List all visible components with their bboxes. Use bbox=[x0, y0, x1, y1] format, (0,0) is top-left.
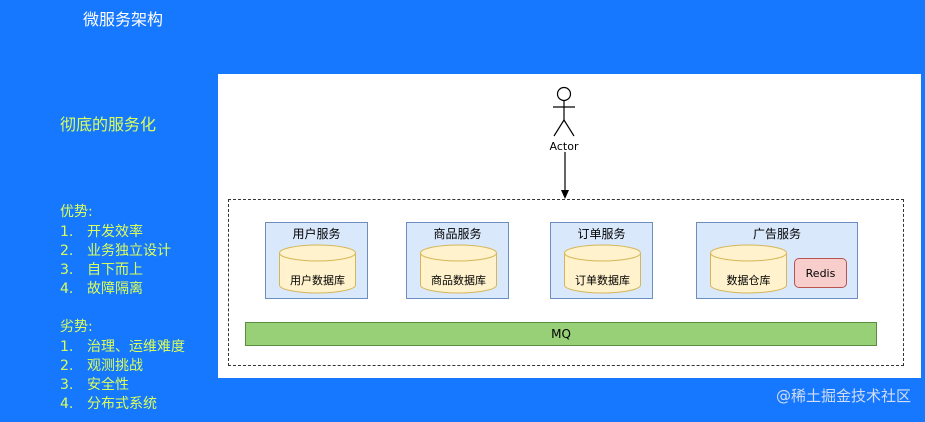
list-item-text: 分布式系统 bbox=[87, 396, 157, 412]
database-label: 订单数据库 bbox=[575, 274, 630, 287]
list-item: 2. 观测挑战 bbox=[60, 357, 185, 376]
list-item-number: 4. bbox=[60, 281, 74, 297]
message-queue: MQ bbox=[245, 322, 877, 346]
services-boundary bbox=[228, 199, 904, 366]
list-item: 4. 分布式系统 bbox=[60, 395, 185, 414]
redis-label: Redis bbox=[805, 266, 836, 280]
database-icon bbox=[420, 244, 497, 294]
database-user: 用户数据库 bbox=[279, 244, 356, 294]
disadvantages-list: 劣势: 1. 治理、运维难度 2. 观测挑战 3. 安全性 4. 分布式系统 bbox=[60, 318, 185, 414]
list-item-number: 1. bbox=[60, 339, 74, 355]
database-label: 数据仓库 bbox=[726, 274, 771, 287]
list-item-number: 2. bbox=[60, 358, 74, 374]
service-title: 订单服务 bbox=[577, 227, 626, 241]
list-item: 1. 治理、运维难度 bbox=[60, 338, 185, 357]
list-item-number: 3. bbox=[60, 262, 74, 278]
list-item-text: 观测挑战 bbox=[87, 358, 143, 374]
list-item: 2. 业务独立设计 bbox=[60, 242, 171, 261]
slide-title: 微服务架构 bbox=[83, 10, 164, 29]
database-order: 订单数据库 bbox=[564, 244, 641, 294]
service-title: 广告服务 bbox=[752, 227, 801, 241]
disadvantages-header: 劣势: bbox=[60, 319, 93, 335]
mq-label: MQ bbox=[551, 327, 571, 341]
database-label: 商品数据库 bbox=[431, 274, 486, 287]
list-item-number: 3. bbox=[60, 377, 74, 393]
list-item-text: 开发效率 bbox=[87, 224, 143, 240]
service-title: 商品服务 bbox=[433, 227, 482, 241]
list-item: 4. 故障隔离 bbox=[60, 280, 171, 299]
list-item-text: 自下而上 bbox=[87, 262, 143, 278]
service-user: 用户服务 用户数据库 bbox=[265, 222, 368, 299]
list-item-number: 4. bbox=[60, 396, 74, 412]
slide-subtitle: 彻底的服务化 bbox=[60, 115, 157, 134]
list-item-text: 治理、运维难度 bbox=[87, 339, 185, 355]
actor-label: Actor bbox=[549, 140, 579, 153]
list-item: 1. 开发效率 bbox=[60, 223, 171, 242]
list-item: 3. 自下而上 bbox=[60, 261, 171, 280]
list-item-number: 1. bbox=[60, 224, 74, 240]
advantages-header: 优势: bbox=[60, 204, 93, 220]
service-order: 订单服务 订单数据库 bbox=[550, 222, 653, 299]
database-icon bbox=[279, 244, 356, 294]
watermark: @稀土掘金技术社区 bbox=[775, 387, 911, 405]
database-icon bbox=[710, 244, 787, 294]
list-item-text: 故障隔离 bbox=[87, 281, 143, 297]
list-item-number: 2. bbox=[60, 243, 74, 259]
list-item-text: 业务独立设计 bbox=[87, 243, 171, 259]
service-product: 商品服务 商品数据库 bbox=[406, 222, 509, 299]
data-warehouse: 数据仓库 bbox=[710, 244, 787, 294]
actor-icon bbox=[553, 86, 575, 137]
redis-cache: Redis bbox=[794, 258, 847, 288]
database-icon bbox=[564, 244, 641, 294]
advantages-list: 优势: 1. 开发效率 2. 业务独立设计 3. 自下而上 4. 故障隔离 bbox=[60, 203, 171, 299]
list-item: 3. 安全性 bbox=[60, 376, 185, 395]
database-product: 商品数据库 bbox=[420, 244, 497, 294]
database-label: 用户数据库 bbox=[290, 274, 345, 287]
service-ads: 广告服务 数据仓库 bbox=[696, 222, 858, 299]
architecture-diagram: Actor 用户服务 用户数据库 商品服务 商品数据库 订单服务 bbox=[218, 74, 921, 378]
arrow-down-icon bbox=[561, 152, 569, 199]
service-title: 用户服务 bbox=[292, 227, 341, 241]
list-item-text: 安全性 bbox=[87, 377, 129, 393]
